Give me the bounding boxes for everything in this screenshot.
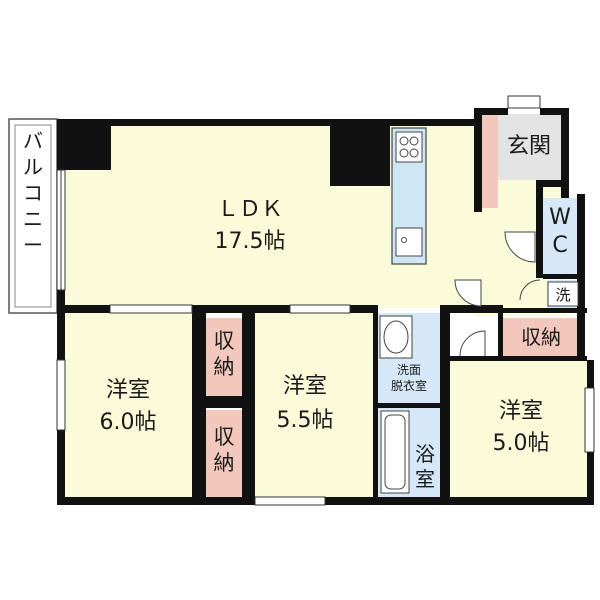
balcony xyxy=(8,118,58,314)
ldk-size: 17.5帖 xyxy=(215,229,286,254)
wc-floor xyxy=(543,198,577,274)
windows xyxy=(56,95,595,506)
washing-machine-label: 洗 xyxy=(555,286,570,304)
western-room-2-floor xyxy=(255,313,373,497)
entrance-step xyxy=(482,114,498,208)
western-room-2-size: 5.5帖 xyxy=(277,408,334,433)
closet-3-area xyxy=(501,318,581,356)
bathtub-icon xyxy=(380,410,410,494)
western-room-1-floor xyxy=(63,313,195,497)
western-room-3-size: 5.0帖 xyxy=(493,431,550,456)
wc-label-w: W xyxy=(549,205,571,230)
wc-label-c: C xyxy=(552,233,567,258)
western-room-1-size: 6.0帖 xyxy=(100,410,157,435)
entrance-floor xyxy=(498,114,561,180)
washroom-label-2: 脱衣室 xyxy=(391,378,427,393)
closet-1-area xyxy=(206,318,242,396)
closet-2-label-top: 収 xyxy=(214,425,235,449)
kitchen-counter xyxy=(391,127,427,265)
entrance-label: 玄関 xyxy=(507,134,551,159)
western-room-1-name: 洋室 xyxy=(106,378,150,403)
washroom-label-1: 洗面 xyxy=(397,363,421,377)
bath-label-1: 浴 xyxy=(415,442,435,466)
bath-label-2: 室 xyxy=(415,467,435,491)
western-room-2-name: 洋室 xyxy=(283,374,327,399)
closet-1-label-top: 収 xyxy=(214,329,235,353)
balcony-label-1: バルコニー xyxy=(23,129,43,257)
closet-2-area xyxy=(206,410,242,497)
western-room-3-name: 洋室 xyxy=(499,399,543,424)
closet-1-label-bottom: 納 xyxy=(214,355,235,379)
western-room-3-floor xyxy=(450,360,587,497)
washbasin-icon xyxy=(379,315,413,359)
ldk-name: ＬＤＫ xyxy=(217,197,283,222)
closet-3-label: 収納 xyxy=(521,325,561,349)
doors xyxy=(454,231,541,357)
washing-machine-icon xyxy=(547,281,579,307)
closet-2-label-bottom: 納 xyxy=(214,451,235,475)
